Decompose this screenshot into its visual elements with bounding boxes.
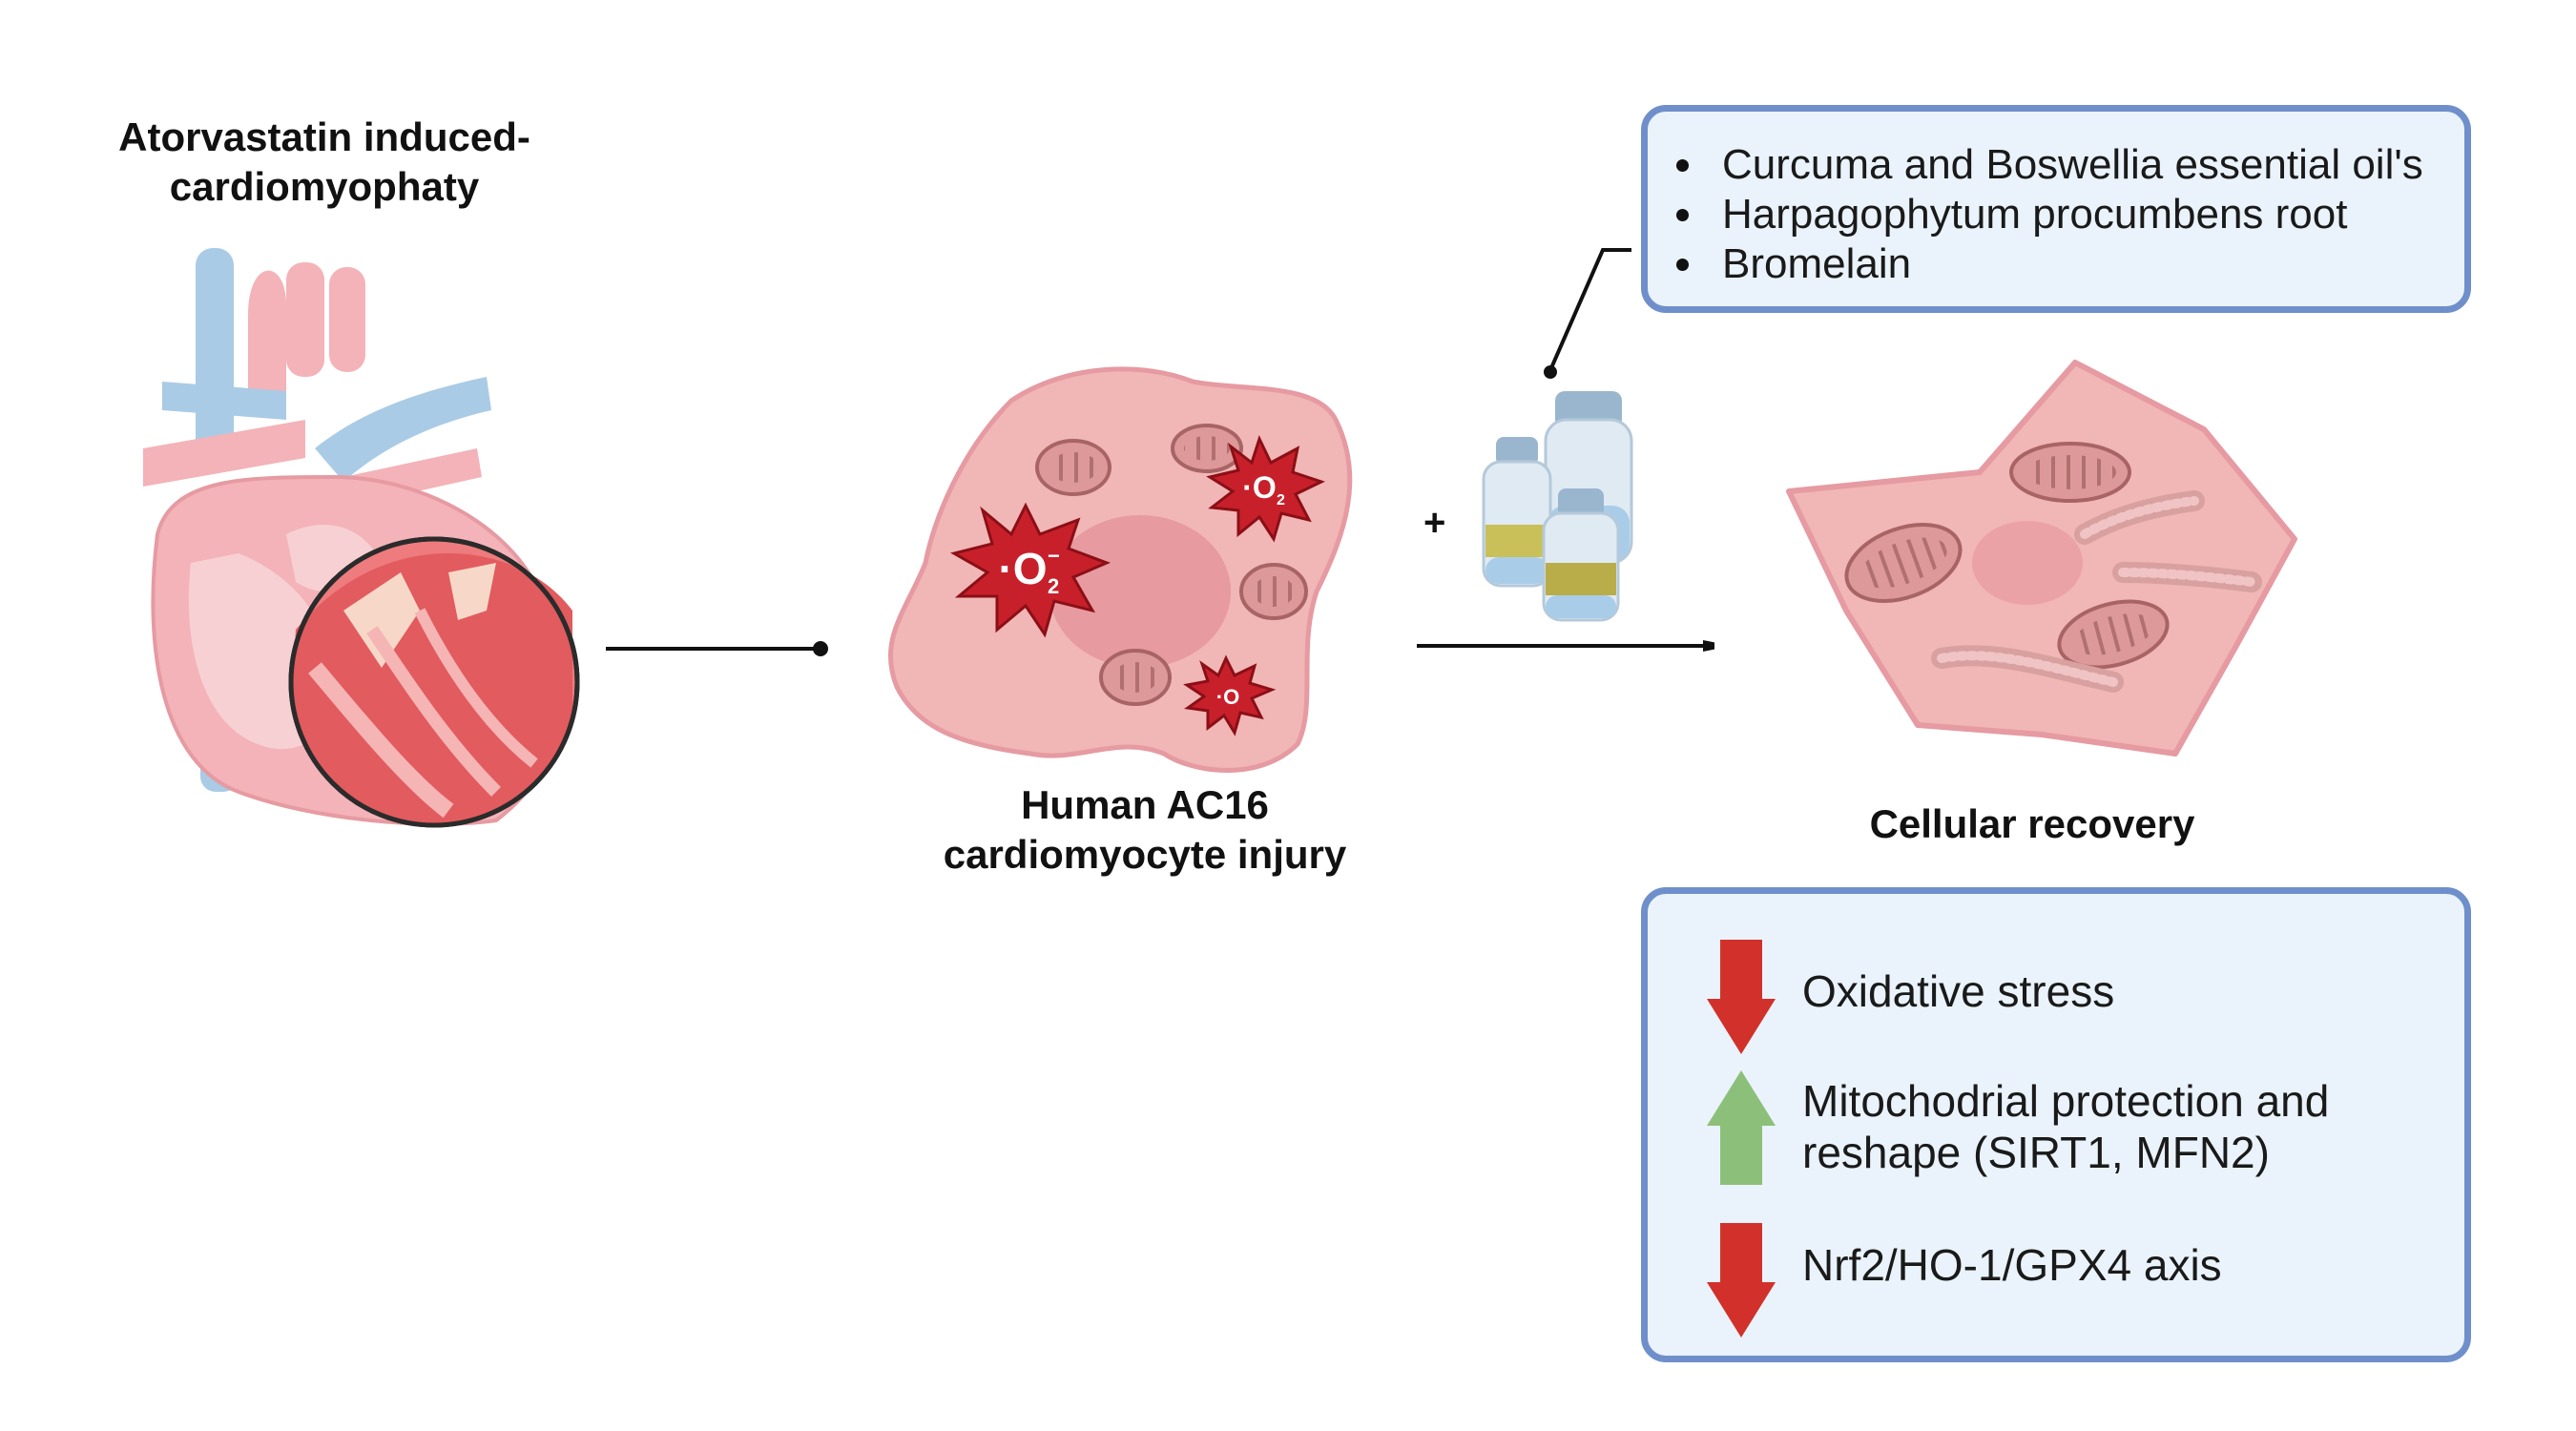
connector-line [606, 641, 828, 656]
healthy-cell-icon [1786, 360, 2297, 757]
outcome-nrf2-axis: Nrf2/HO-1/GPX4 axis [1802, 1239, 2222, 1291]
injury-label-line-1: Human AC16 [1021, 782, 1269, 827]
svg-text:2: 2 [1277, 492, 1285, 508]
svg-text:·O: ·O [1242, 470, 1277, 505]
injured-cell-icon [887, 366, 1353, 773]
treatment-box: Curcuma and Boswellia essential oil's Ha… [1641, 105, 2471, 313]
injury-label: Human AC16 cardiomyocyte injury [859, 780, 1431, 880]
vials-icon [1482, 391, 1633, 622]
arrow-down-icon [1707, 1223, 1776, 1338]
treatment-item: Bromelain [1648, 239, 2464, 289]
outcome-line: Nrf2/HO-1/GPX4 axis [1802, 1240, 2222, 1290]
svg-text:·O: ·O [1216, 685, 1239, 709]
heart-label-line-1: Atorvastatin induced- [118, 114, 530, 159]
ros-burst-icon: ·O 2 − ·O 2 ·O [950, 434, 1325, 736]
outcome-line: Oxidative stress [1802, 966, 2115, 1016]
injury-label-line-2: cardiomyocyte injury [943, 832, 1347, 877]
recovery-label: Cellular recovery [1869, 801, 2195, 846]
outcomes-box: Oxidative stress Mitochodrial protection… [1641, 887, 2471, 1362]
heart-label-line-2: cardiomyophaty [169, 164, 480, 209]
outcome-line: Mitochodrial protection and [1802, 1076, 2330, 1126]
mitochondria-icon [1844, 442, 2170, 670]
svg-text:−: − [1048, 544, 1060, 568]
outcome-oxidative-stress: Oxidative stress [1802, 965, 2114, 1017]
arrow-down-icon [1707, 940, 1776, 1054]
plus-sign: + [1423, 502, 1446, 544]
heart-label: Atorvastatin induced- cardiomyophaty [57, 113, 592, 212]
svg-text:·O: ·O [998, 544, 1047, 593]
treatment-item: Curcuma and Boswellia essential oil's [1648, 140, 2464, 190]
treatment-pointer-line [1544, 248, 1631, 379]
treatment-list: Curcuma and Boswellia essential oil's Ha… [1648, 140, 2464, 289]
outcome-line: reshape (SIRT1, MFN2) [1802, 1128, 2270, 1177]
mitochondria-icon [1035, 424, 1308, 706]
treatment-item: Harpagophytum procumbens root [1648, 190, 2464, 239]
outcome-mitochondrial-protection: Mitochodrial protection and reshape (SIR… [1802, 1075, 2329, 1178]
heart-anatomy-icon [143, 248, 580, 828]
arrow-up-icon [1707, 1070, 1776, 1185]
svg-text:2: 2 [1048, 574, 1059, 598]
